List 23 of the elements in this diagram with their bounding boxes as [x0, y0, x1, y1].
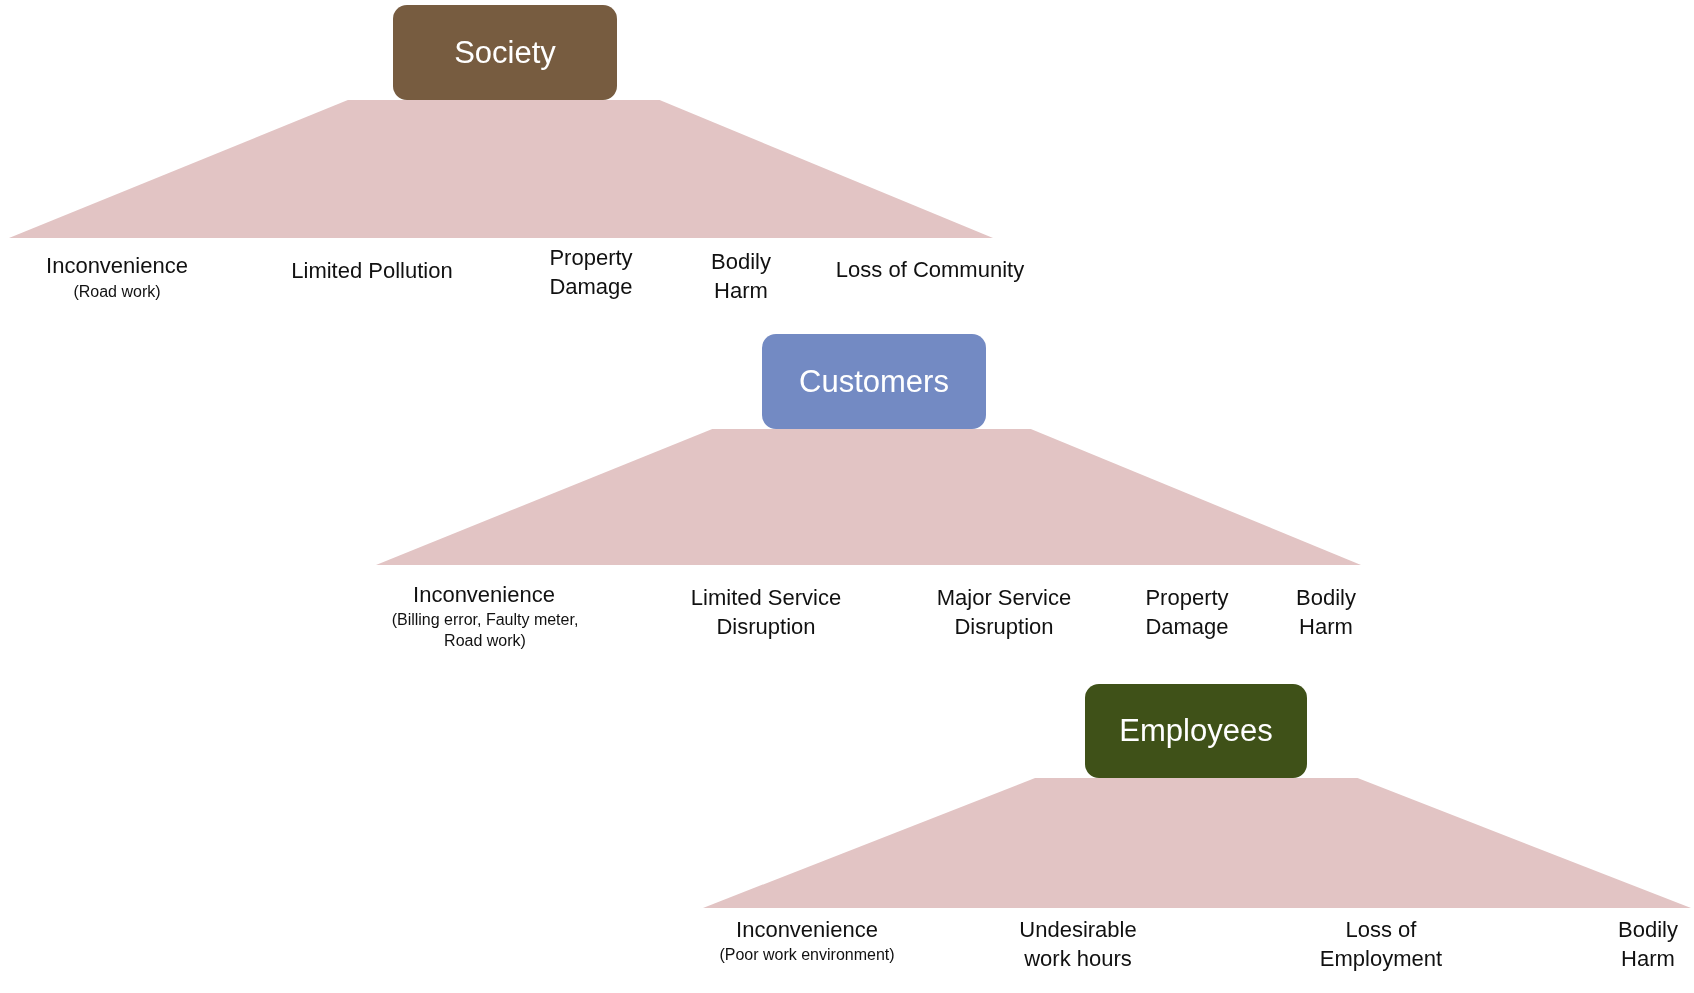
impact-label: Loss of Community — [834, 256, 1026, 284]
impact-label: Limited Pollution — [290, 257, 454, 285]
impact-detail: (Road work) — [72, 282, 162, 302]
impact-label: Undesirable work hours — [1018, 916, 1138, 973]
triangle-shape — [703, 778, 1691, 908]
impact-label: Property Damage — [548, 244, 634, 301]
impact-label: Inconvenience — [45, 252, 189, 280]
impact-detail: (Billing error, Faulty meter, Road work) — [390, 610, 580, 651]
impact-label: Major Service Disruption — [935, 584, 1073, 641]
impact-label: Bodily Harm — [710, 248, 772, 305]
triangle-shape — [376, 429, 1361, 565]
impact-label: Inconvenience — [735, 916, 879, 944]
triangle-shape — [9, 100, 993, 238]
impact-label: Limited Service Disruption — [689, 584, 843, 641]
impact-label: Bodily Harm — [1617, 916, 1679, 973]
impact-detail: (Poor work environment) — [718, 945, 896, 965]
group-box: Employees — [1085, 684, 1307, 778]
impact-label: Property Damage — [1144, 584, 1230, 641]
group-box: Society — [393, 5, 617, 100]
group-box: Customers — [762, 334, 986, 429]
impact-label: Bodily Harm — [1295, 584, 1357, 641]
impact-label: Inconvenience — [412, 581, 556, 609]
impact-label: Loss of Employment — [1318, 916, 1444, 973]
